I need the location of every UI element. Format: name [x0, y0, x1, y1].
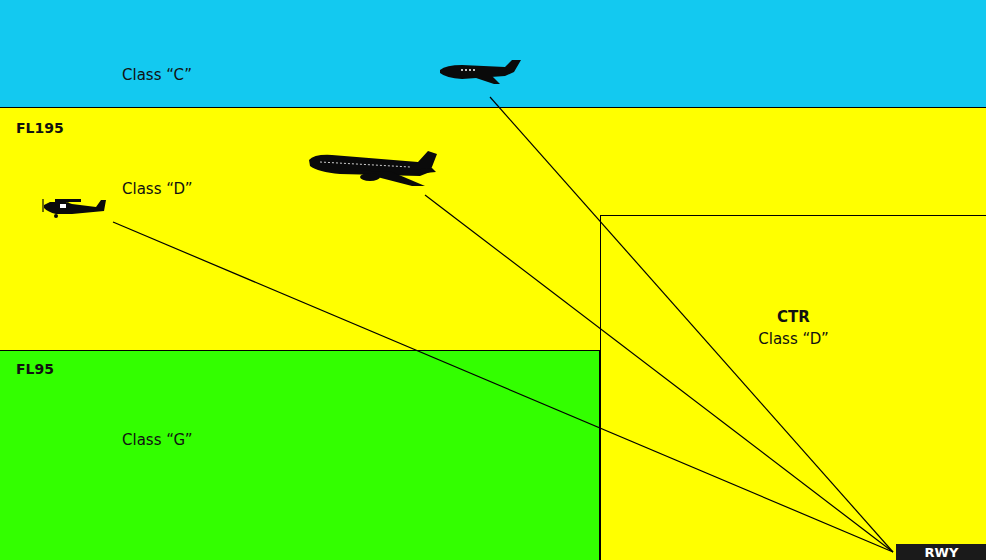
airspace-label: Class “D” — [601, 330, 986, 348]
airspace-band: Class “C” — [0, 0, 986, 108]
airspace-band: FL95Class “G” — [0, 350, 600, 560]
airspace-label: Class “C” — [122, 66, 192, 84]
approach-path-lines — [113, 97, 893, 552]
business-jet — [440, 60, 521, 84]
control-zone: CTR Class “D” RWY — [600, 215, 986, 560]
runway-box: RWY — [896, 544, 986, 560]
level-label: FL95 — [16, 361, 54, 377]
airliner — [309, 151, 437, 186]
airspace-label: CTR — [601, 308, 986, 326]
airspace-label: Class “G” — [122, 431, 193, 449]
light-aircraft — [43, 199, 106, 218]
approach-line — [425, 195, 893, 552]
runway-label: RWY — [896, 544, 986, 560]
airspace-label: Class “D” — [122, 180, 192, 198]
level-label: FL195 — [16, 120, 64, 136]
approach-line — [113, 222, 893, 552]
approach-line — [490, 97, 893, 552]
